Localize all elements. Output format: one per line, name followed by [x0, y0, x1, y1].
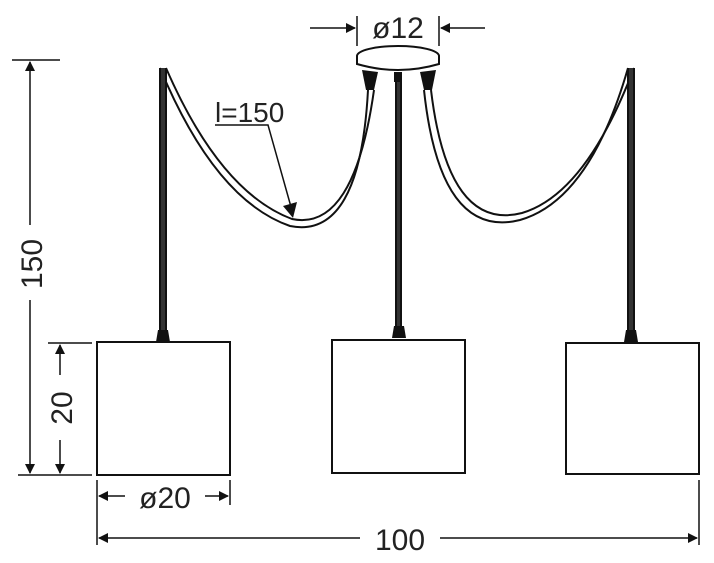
left-shade: [96, 341, 231, 476]
total-width-label: 100: [375, 524, 425, 557]
canopy-diameter-label: ø12: [372, 12, 424, 45]
left-cable-loop: [165, 67, 375, 222]
socket-caps: [156, 326, 638, 342]
center-shade: [331, 339, 466, 474]
ceiling-canopy: [356, 45, 440, 90]
suspension-cables: [159, 67, 635, 330]
canopy-diameter-dimension: [310, 16, 485, 46]
shade-height-label: 20: [46, 391, 79, 424]
shade-height-dimension: [18, 342, 92, 476]
total-height-dimension: [12, 59, 60, 474]
cable-length-leader: [215, 124, 294, 215]
right-shade: [565, 342, 700, 475]
total-width-dimension: [98, 480, 700, 545]
cable-length-label: l=150: [215, 97, 284, 128]
shade-diameter-label: ø20: [139, 482, 191, 515]
right-cable-loop: [430, 67, 635, 217]
shade-diameter-dimension: [96, 480, 231, 545]
total-height-label: 150: [16, 239, 49, 289]
lamp-shades: [96, 339, 700, 476]
